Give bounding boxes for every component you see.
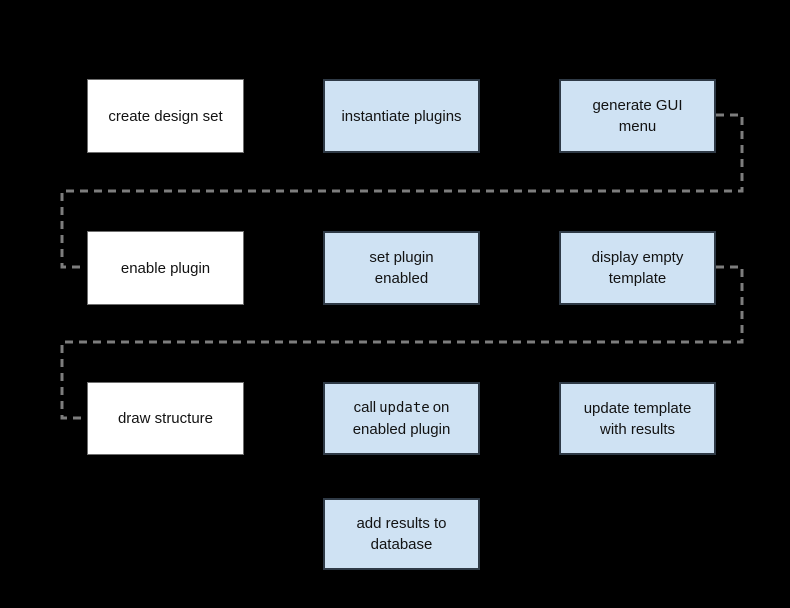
- node-label-suffix: on enabled plugin: [352, 399, 451, 438]
- node-label: create design set: [108, 107, 223, 125]
- node-label: enable plugin: [120, 259, 211, 277]
- node-generate-gui-menu: generate GUI menu: [559, 79, 716, 153]
- node-create-design-set: create design set: [87, 79, 244, 153]
- dashed-connector-display-empty-template-to-draw-structure: [60, 265, 744, 420]
- node-label: draw structure: [117, 410, 214, 427]
- dashed-connector-generate-gui-menu-to-enable-plugin: [60, 113, 744, 269]
- node-label: update template with results: [583, 399, 692, 438]
- node-add-results-to-database: add results to database: [323, 498, 480, 570]
- node-display-empty-template: display empty template: [559, 231, 716, 305]
- node-label-prefix: call: [353, 399, 377, 417]
- node-label: display empty template: [591, 249, 684, 287]
- node-label: add results to database: [356, 515, 447, 553]
- node-label: generate GUI menu: [592, 97, 683, 135]
- node-instantiate-plugins: instantiate plugins: [323, 79, 480, 153]
- node-set-plugin-enabled: set plugin enabled: [323, 231, 480, 305]
- node-label: instantiate plugins: [341, 107, 462, 125]
- node-label-code-word: update: [379, 400, 430, 417]
- node-enable-plugin: enable plugin: [87, 231, 244, 305]
- node-label: set plugin enabled: [369, 249, 434, 287]
- node-update-template-with-results: update template with results: [559, 382, 716, 455]
- node-draw-structure: draw structure: [87, 382, 244, 455]
